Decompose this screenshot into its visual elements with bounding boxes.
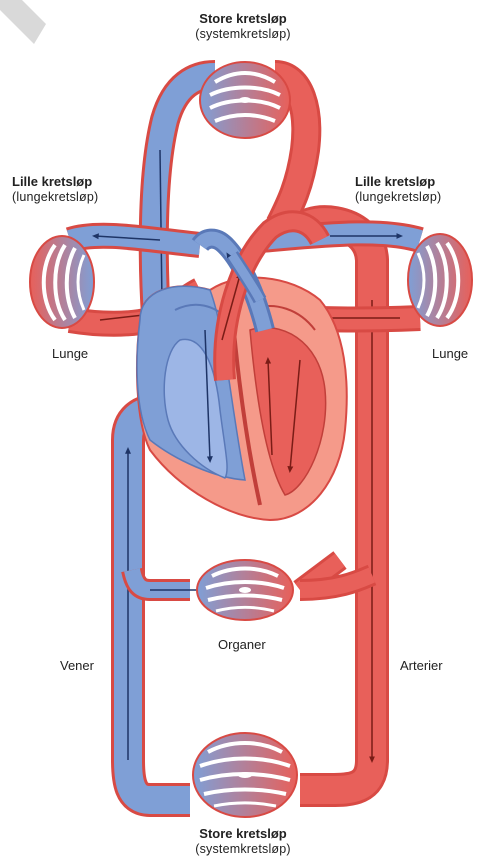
left-pulmonary-label: Lille kretsløp (lungekretsløp) <box>12 175 98 204</box>
veins-label: Vener <box>60 659 94 674</box>
heart <box>137 278 347 520</box>
top-systemic-title: Store kretsløp <box>163 12 323 27</box>
right-pulmonary-title: Lille kretsløp <box>355 175 441 190</box>
bottom-systemic-title: Store kretsløp <box>163 827 323 842</box>
left-pulmonary-subtitle: (lungekretsløp) <box>12 190 98 204</box>
left-pulmonary-title: Lille kretsløp <box>12 175 98 190</box>
top-systemic-subtitle: (systemkretsløp) <box>163 27 323 41</box>
bottom-systemic-subtitle: (systemkretsløp) <box>163 842 323 856</box>
lower-body-capillary-bed <box>193 733 297 817</box>
upper-body-capillary-bed <box>200 62 290 138</box>
bottom-systemic-label: Store kretsløp (systemkretsløp) <box>163 827 323 856</box>
right-lung-label: Lunge <box>432 347 468 362</box>
organs-capillary-bed <box>150 560 293 620</box>
right-pulmonary-subtitle: (lungekretsløp) <box>355 190 441 204</box>
left-lung-label: Lunge <box>52 347 88 362</box>
top-systemic-label: Store kretsløp (systemkretsløp) <box>163 12 323 41</box>
right-pulmonary-label: Lille kretsløp (lungekretsløp) <box>355 175 441 204</box>
arteries-label: Arterier <box>400 659 443 674</box>
folded-corner-icon <box>0 0 46 44</box>
organs-label: Organer <box>218 638 266 653</box>
